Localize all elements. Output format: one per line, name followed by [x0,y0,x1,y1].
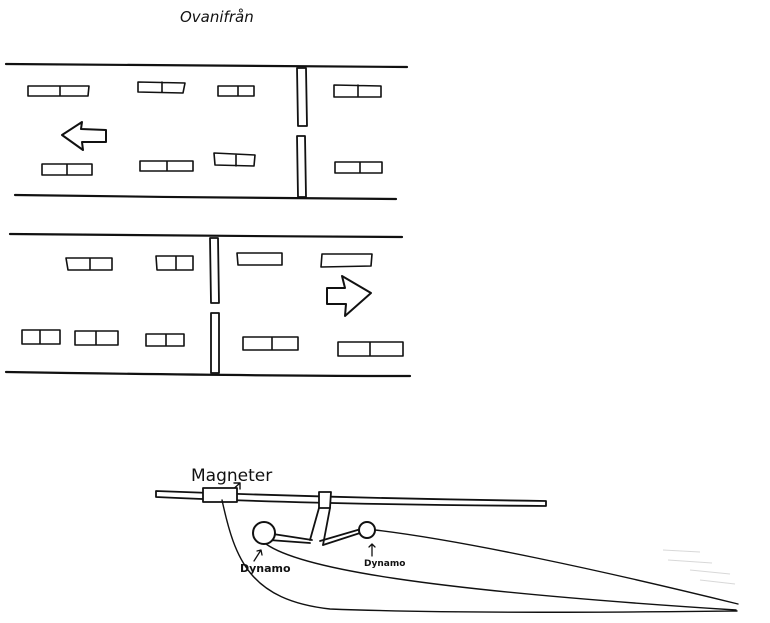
sleeper [137,81,186,94]
rail-bar [155,490,547,507]
sleeper [217,85,255,97]
wire-inner-right [374,529,739,605]
sleeper [155,255,194,271]
dynamo-left-label: Dynamo [240,562,291,575]
lower-track [4,232,412,378]
sleeper [333,84,382,98]
faint-marks [662,549,736,585]
dynamo-arm [268,533,313,544]
upper-track-bottom-edge [13,193,398,201]
support-post [318,491,332,509]
sleeper [145,333,185,347]
upper-track-divider [296,67,308,127]
sleeper [334,161,383,174]
sleeper [74,330,119,346]
side-view: Magneter Dynamo Dynamo [155,466,739,613]
lower-track-divider [209,237,220,304]
upper-track [4,62,409,201]
arrow-left-icon [61,121,107,151]
sleeper [65,257,113,271]
sleeper [320,253,373,268]
magnet-label: Magneter [191,466,272,486]
sleeper [21,329,61,345]
dynamo-right-pointer-icon [368,543,376,557]
dynamo-right-label: Dynamo [364,559,405,569]
sleeper [139,160,194,172]
sleeper [213,152,256,167]
diagram-title: Ovanifrån [180,8,254,26]
wire-outer [221,499,738,613]
dynamo-arm [319,528,362,546]
sleeper [41,163,93,176]
lower-track-bottom-edge [4,370,412,378]
magnet-block [202,487,238,503]
dynamo-left-pointer-icon [253,549,263,562]
sleeper [236,252,283,266]
lower-track-top-edge [8,232,404,239]
sleeper [27,85,90,97]
dynamo-left-wheel [252,521,276,545]
sleeper [242,336,299,351]
wire-inner-left [265,543,737,611]
arrow-right-icon [326,275,372,317]
sleeper [337,341,404,357]
upper-track-top-edge [4,62,409,69]
dynamo-right-wheel [358,521,376,539]
